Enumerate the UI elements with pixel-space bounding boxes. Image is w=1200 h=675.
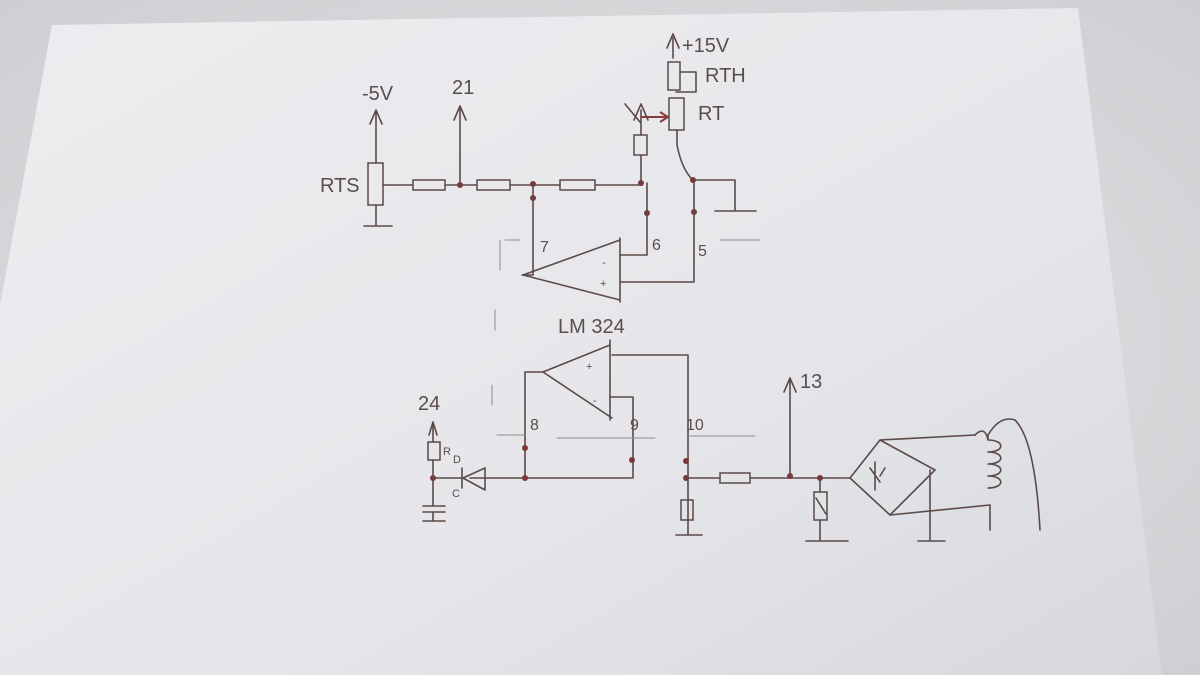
label-21: 21: [452, 77, 474, 99]
arrow-21: [453, 105, 467, 186]
junction-dot: [690, 177, 696, 183]
opamp2-minus: -: [593, 395, 597, 407]
ground-rts: [363, 204, 393, 227]
label-rts: RTS: [320, 175, 360, 197]
bottom-circuit: + - 8 9 10 D C R 24 13: [418, 309, 1041, 542]
opamp1-plus: +: [600, 278, 606, 290]
label-pin-5: 5: [698, 243, 707, 260]
label-24: 24: [418, 393, 440, 415]
resistor-3: [559, 179, 596, 191]
faint-guide-lines: [491, 309, 756, 439]
junction-dot: [683, 458, 689, 464]
arrow-13: [783, 377, 797, 477]
arrow-plus-15v: [666, 33, 680, 59]
resistor-2: [476, 179, 511, 191]
junction-dot: [522, 445, 528, 451]
diode-d: [432, 467, 486, 491]
resistor-trim: [633, 134, 648, 156]
label-rth: RTH: [705, 65, 746, 87]
label-lm324: LM 324: [558, 316, 625, 338]
label-pin-9: 9: [630, 417, 639, 434]
opamp2-wires: [469, 354, 689, 536]
opamp1-minus: -: [602, 257, 606, 269]
output-wires: [675, 477, 851, 536]
label-c: C: [452, 488, 460, 500]
capacitor-out-ground: [805, 477, 849, 542]
label-pin-6: 6: [652, 237, 661, 254]
label-pin-10: 10: [686, 417, 704, 434]
opamp1-wires: [521, 179, 695, 283]
resistor-out: [719, 472, 751, 484]
arrow-minus-5v: [369, 109, 383, 164]
label-plus-15v: +15V: [682, 35, 730, 57]
label-pin-7: 7: [540, 239, 549, 256]
label-rt: RT: [698, 103, 724, 125]
wiper-arrow: [641, 111, 670, 123]
top-circuit: -5V RTS 21 +15V RTH RT - + 7 6 5: [320, 33, 761, 303]
resistor-1: [412, 179, 446, 191]
faint-guide-lines: [499, 239, 761, 271]
resistor-r: [427, 441, 441, 461]
thermistor-rth: [667, 61, 681, 91]
opamp2-plus: +: [586, 361, 592, 373]
rth-bypass-wire: [675, 71, 697, 93]
bridge-rectifier: [849, 434, 991, 542]
wire-trim: [624, 103, 649, 184]
cap-ground: [422, 421, 446, 522]
relay-coil: [974, 418, 1041, 531]
junction-dot: [522, 475, 528, 481]
label-pin-8: 8: [530, 417, 539, 434]
label-d: D: [453, 454, 461, 466]
junction-dot: [629, 457, 635, 463]
label-13: 13: [800, 371, 822, 393]
label-r: R: [443, 446, 451, 458]
paper-sheet: [0, 8, 1162, 675]
resistor-out-vertical: [680, 499, 694, 521]
label-minus-5v: -5V: [362, 83, 394, 105]
